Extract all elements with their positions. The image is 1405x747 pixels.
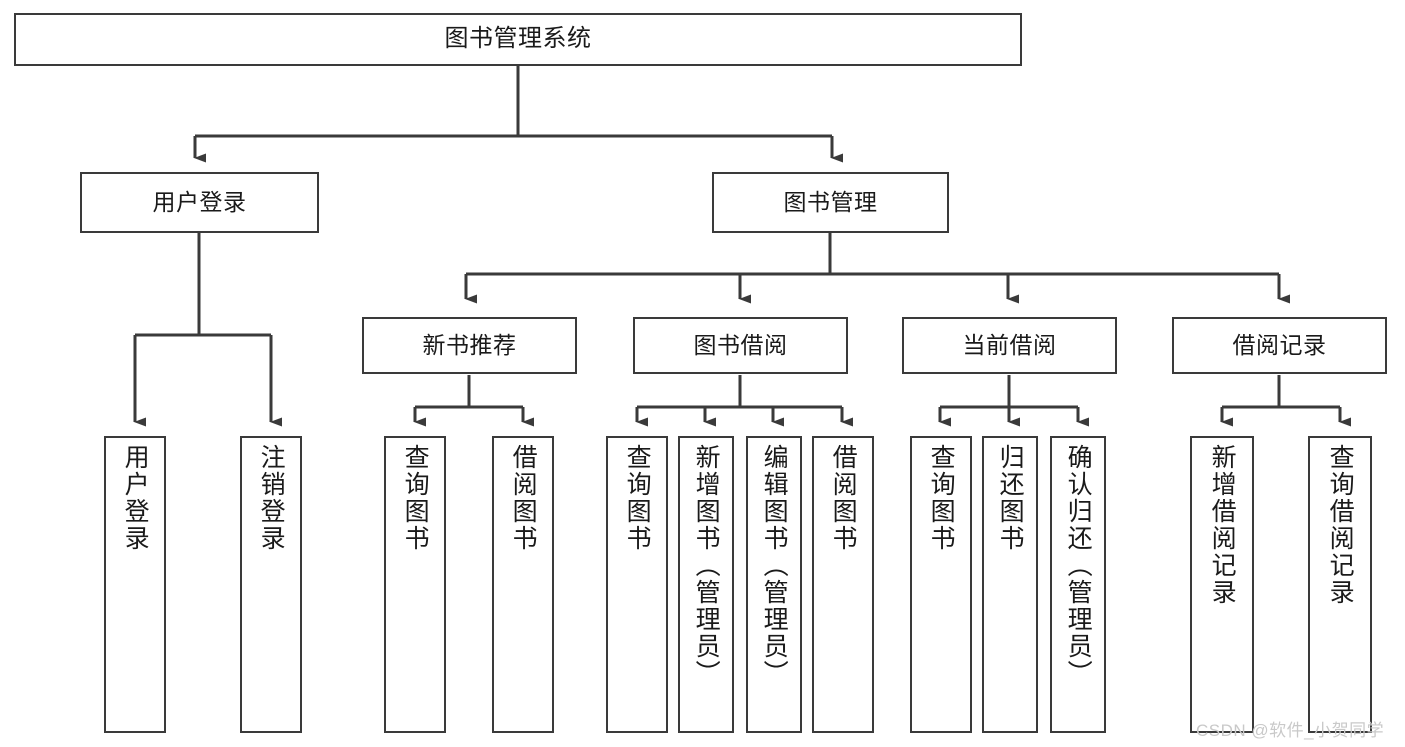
node-root-system[interactable]: 图书管理系统 — [14, 13, 1022, 66]
leaf-confirm-return-admin[interactable]: 确认归还（管理员） — [1050, 436, 1106, 733]
node-user-login[interactable]: 用户登录 — [80, 172, 319, 233]
node-label: 图书管理 — [783, 188, 878, 215]
leaf-edit-book-admin[interactable]: 编辑图书（管理员） — [746, 436, 802, 733]
leaf-add-book-admin[interactable]: 新增图书（管理员） — [678, 436, 734, 733]
node-label: 归还图书 — [996, 444, 1025, 552]
leaf-logout[interactable]: 注销登录 — [240, 436, 302, 733]
node-label: 新书推荐 — [422, 331, 517, 358]
leaf-query-borrow-record[interactable]: 查询借阅记录 — [1308, 436, 1372, 733]
leaf-query-book-borrow[interactable]: 查询图书 — [606, 436, 668, 733]
node-label: 注销登录 — [257, 444, 286, 552]
node-borrow-records[interactable]: 借阅记录 — [1172, 317, 1387, 374]
leaf-borrow-book[interactable]: 借阅图书 — [812, 436, 874, 733]
node-label: 查询图书 — [401, 444, 430, 552]
node-book-management[interactable]: 图书管理 — [712, 172, 949, 233]
leaf-query-book-current[interactable]: 查询图书 — [910, 436, 972, 733]
node-label: 查询图书 — [927, 444, 956, 552]
node-label: 借阅记录 — [1232, 331, 1327, 358]
node-label: 图书管理系统 — [444, 25, 592, 53]
leaf-borrow-book-newbook[interactable]: 借阅图书 — [492, 436, 554, 733]
node-label: 借阅图书 — [829, 444, 858, 552]
node-label: 查询借阅记录 — [1326, 444, 1355, 606]
node-label: 编辑图书（管理员） — [760, 444, 789, 687]
node-new-book-recommend[interactable]: 新书推荐 — [362, 317, 577, 374]
node-label: 用户登录 — [152, 188, 247, 215]
node-label: 查询图书 — [623, 444, 652, 552]
watermark-text: CSDN @软件_小贺同学 — [1196, 721, 1385, 740]
node-label: 新增图书（管理员） — [692, 444, 721, 687]
node-label: 新增借阅记录 — [1208, 444, 1237, 606]
leaf-query-book-newbook[interactable]: 查询图书 — [384, 436, 446, 733]
node-label: 当前借阅 — [962, 331, 1057, 358]
leaf-return-book[interactable]: 归还图书 — [982, 436, 1038, 733]
leaf-add-borrow-record[interactable]: 新增借阅记录 — [1190, 436, 1254, 733]
node-current-borrow[interactable]: 当前借阅 — [902, 317, 1117, 374]
node-label: 用户登录 — [121, 444, 150, 552]
node-label: 确认归还（管理员） — [1064, 444, 1093, 687]
leaf-user-login[interactable]: 用户登录 — [104, 436, 166, 733]
node-label: 图书借阅 — [693, 331, 788, 358]
node-label: 借阅图书 — [509, 444, 538, 552]
node-book-borrow[interactable]: 图书借阅 — [633, 317, 848, 374]
